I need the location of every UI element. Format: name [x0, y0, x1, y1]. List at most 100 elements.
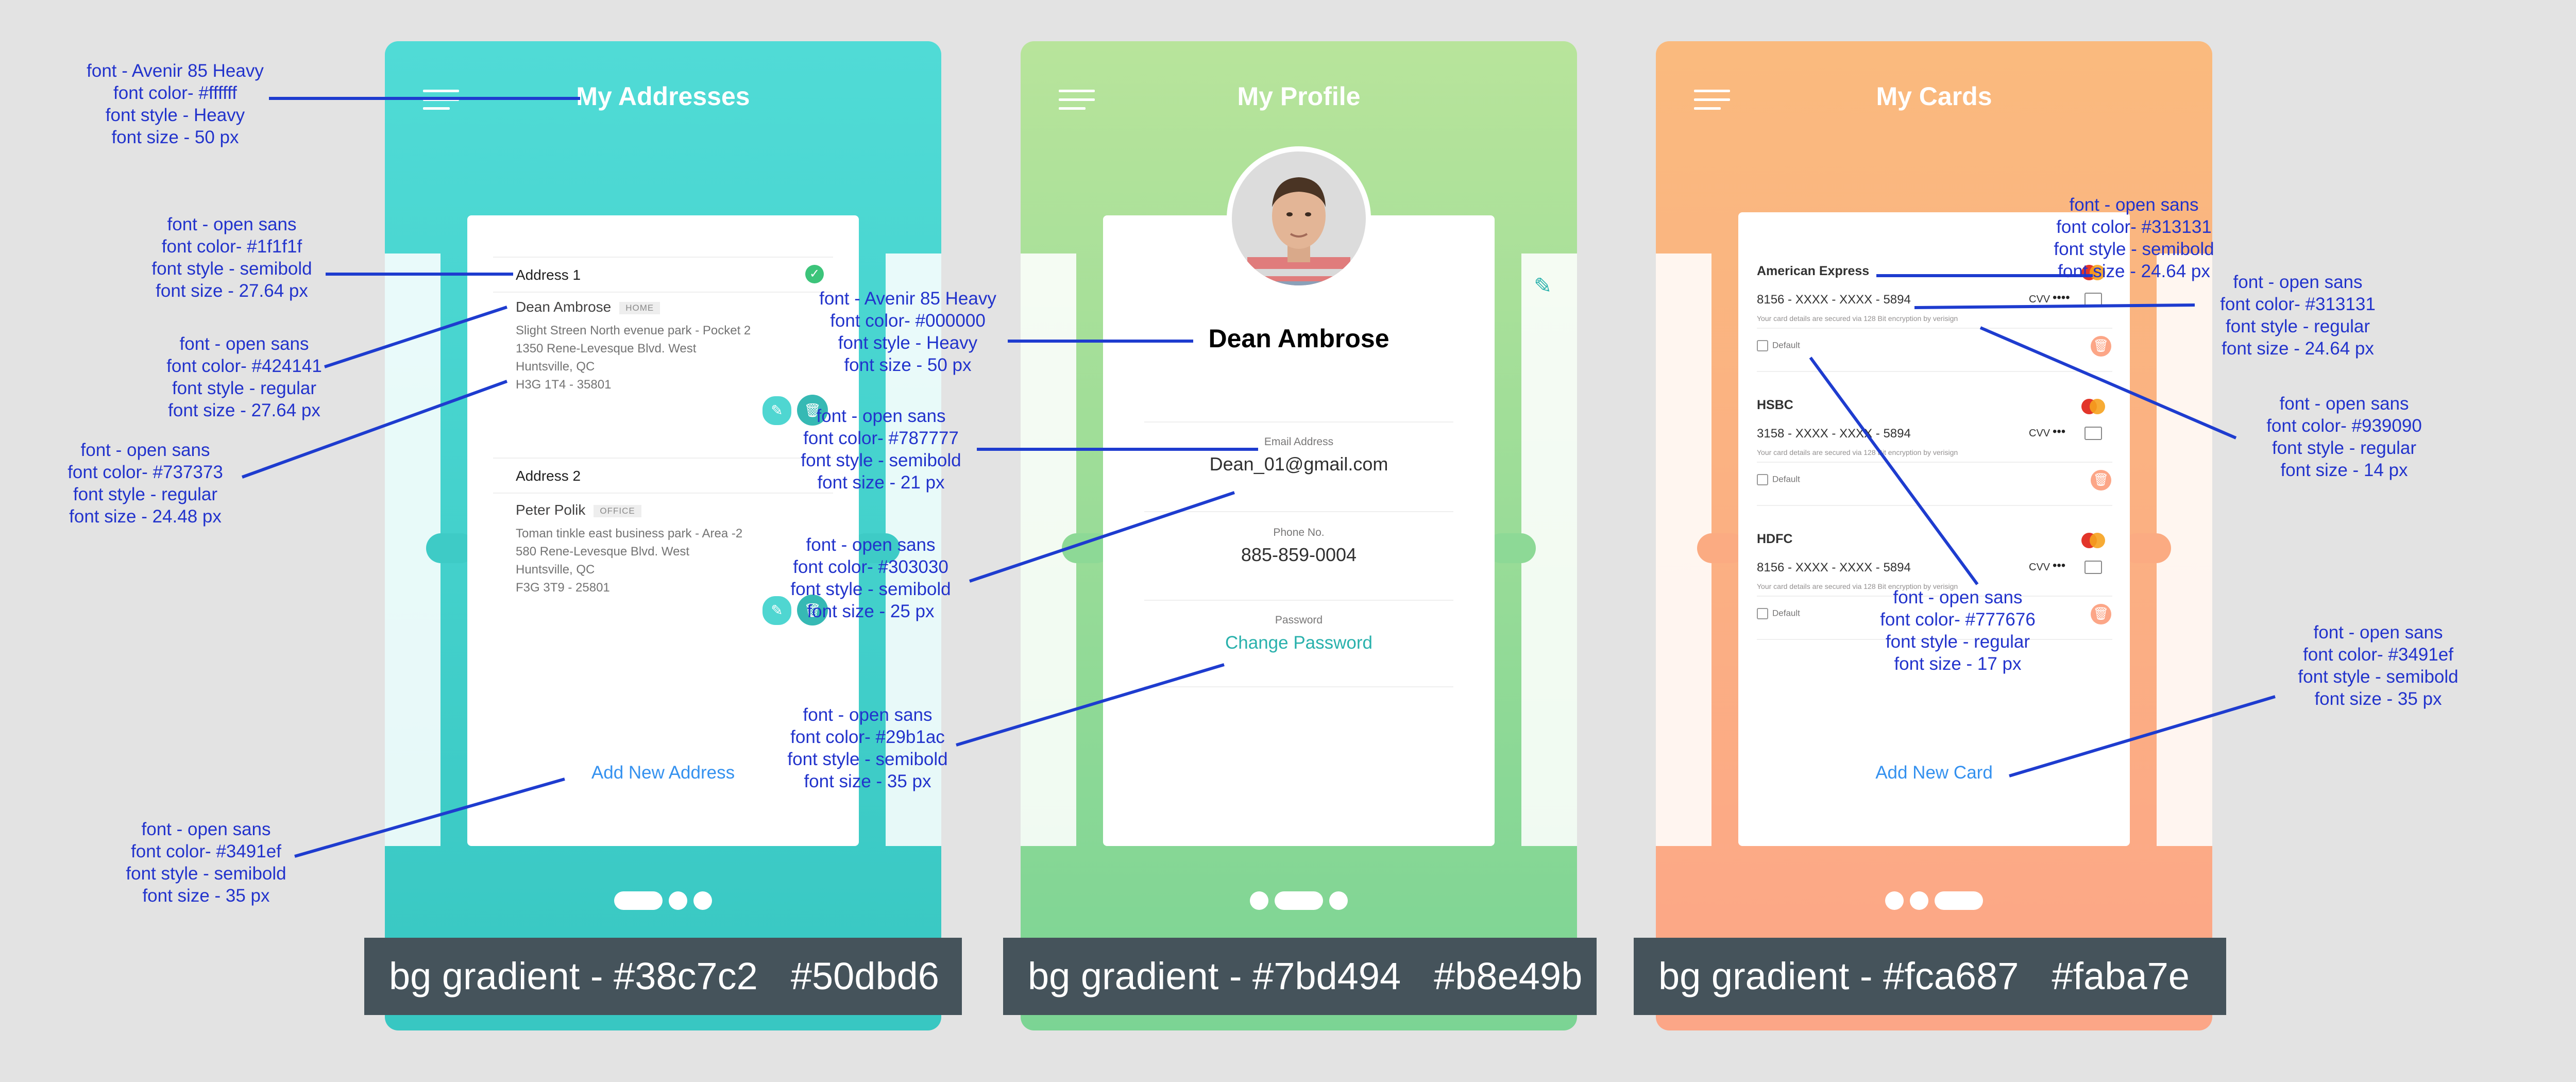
card-bank: HDFC — [1757, 532, 1793, 546]
default-checkbox[interactable]: Default — [1757, 474, 1800, 485]
trash-icon: 🗑 — [804, 402, 821, 418]
card-icon — [2084, 427, 2102, 440]
trash-icon[interactable]: 🗑 — [2091, 336, 2111, 357]
mastercard-icon — [2081, 399, 2105, 414]
page-indicator — [385, 891, 941, 910]
page-dot[interactable] — [1910, 891, 1928, 910]
page-dot-active[interactable] — [614, 891, 663, 910]
leader-line — [969, 491, 1235, 583]
default-label: Default — [1772, 474, 1800, 484]
divider — [493, 458, 833, 459]
card-security-note: Your card details are secured via 128 Bi… — [1757, 582, 1958, 590]
page-dot[interactable] — [669, 891, 687, 910]
hamburger-icon[interactable] — [1059, 90, 1095, 110]
cvv-value[interactable]: •••• — [2053, 291, 2070, 305]
pencil-icon[interactable]: ✎ — [1534, 274, 1552, 298]
mastercard-icon — [2081, 265, 2105, 280]
default-checkbox[interactable]: Default — [1757, 340, 1800, 351]
page-dot-active[interactable] — [1935, 891, 1983, 910]
divider — [1144, 511, 1453, 512]
address-line: Toman tinkle east business park - Area -… — [516, 527, 743, 540]
divider — [1757, 328, 2112, 329]
change-password-link[interactable]: Change Password — [1225, 633, 1372, 653]
divider — [493, 292, 833, 293]
hamburger-icon[interactable] — [1694, 90, 1730, 110]
pencil-icon: ✎ — [771, 402, 783, 418]
divider — [493, 493, 833, 494]
page-dot-active[interactable] — [1275, 891, 1323, 910]
address-heading: Address 1 — [516, 267, 581, 283]
divider — [1144, 686, 1453, 687]
divider — [493, 257, 833, 258]
password-label: Password — [1275, 614, 1323, 626]
address-line: F3G 3T9 - 25801 — [516, 581, 610, 595]
default-checkbox[interactable]: Default — [1757, 608, 1800, 619]
address-name: Dean Ambrose — [516, 299, 612, 315]
cvv-label: CVV — [2029, 428, 2050, 439]
gradient-label-text: bg gradient - #7bd494 — [1028, 955, 1401, 998]
page-dot[interactable] — [1329, 891, 1348, 910]
checkbox-icon[interactable] — [1757, 608, 1768, 619]
card-number: 8156 - XXXX - XXXX - 5894 — [1757, 293, 1911, 307]
checkbox-icon[interactable] — [1757, 340, 1768, 351]
add-new-card-link[interactable]: Add New Card — [1875, 763, 1993, 783]
cvv-value[interactable]: ••• — [2053, 559, 2066, 572]
phone-value: 885-859-0004 — [1241, 544, 1357, 565]
leader-line — [1914, 303, 2195, 309]
email-value: Dean_01@gmail.com — [1209, 453, 1388, 475]
edit-address-button[interactable]: ✎ — [761, 595, 793, 627]
address-line: Slight Streen North evenue park - Pocket… — [516, 324, 751, 337]
avatar-image — [1232, 151, 1366, 285]
divider — [1757, 505, 2112, 506]
leader-line — [324, 306, 507, 368]
avatar[interactable] — [1227, 146, 1371, 291]
pencil-icon: ✎ — [771, 602, 783, 618]
address-line: Huntsville, QC — [516, 360, 595, 374]
cards-list: American Express 8156 - XXXX - XXXX - 58… — [1738, 212, 2130, 846]
slider-notch-right — [1486, 533, 1536, 563]
profile-screen: My Profile ✎ Dean Ambrose Email Address … — [1021, 41, 1577, 1030]
page-title: My Addresses — [576, 82, 750, 111]
trash-icon[interactable]: 🗑 — [2091, 604, 2111, 624]
gradient-label-orange: bg gradient - #fca687#faba7e — [1634, 938, 2226, 1015]
checkbox-icon[interactable] — [1757, 474, 1768, 485]
card-number: 8156 - XXXX - XXXX - 5894 — [1757, 561, 1911, 574]
address-line: 1350 Rene-Levesque Blvd. West — [516, 342, 697, 356]
divider — [1757, 371, 2112, 372]
cvv-value[interactable]: ••• — [2053, 425, 2066, 438]
cards-screen: My Cards American Express 8156 - XXXX - … — [1656, 41, 2212, 1030]
address-line: 580 Rene-Levesque Blvd. West — [516, 545, 690, 559]
address-tag-office: OFFICE — [594, 504, 641, 517]
page-dot[interactable] — [1885, 891, 1904, 910]
address-heading: Address 2 — [516, 468, 581, 484]
slider-notch-right — [851, 533, 900, 563]
delete-address-button[interactable]: 🗑 — [797, 595, 828, 625]
gradient-label-text: bg gradient - #fca687 — [1658, 955, 2019, 998]
trash-icon: 🗑 — [804, 602, 821, 618]
address-lines: Toman tinkle east business park - Area -… — [516, 525, 742, 597]
gradient-label-text: #b8e49b — [1434, 955, 1583, 998]
leader-line — [1979, 326, 2237, 439]
leader-line — [241, 380, 508, 479]
delete-address-button[interactable]: 🗑 — [797, 395, 828, 426]
add-new-address-link[interactable]: Add New Address — [591, 763, 735, 783]
default-label: Default — [1772, 608, 1800, 618]
edit-address-button[interactable]: ✎ — [761, 395, 793, 427]
page-dot[interactable] — [1250, 891, 1268, 910]
trash-icon[interactable]: 🗑 — [2091, 470, 2111, 491]
gradient-label-text: #50dbd6 — [790, 955, 939, 998]
page-dot[interactable] — [693, 891, 712, 910]
